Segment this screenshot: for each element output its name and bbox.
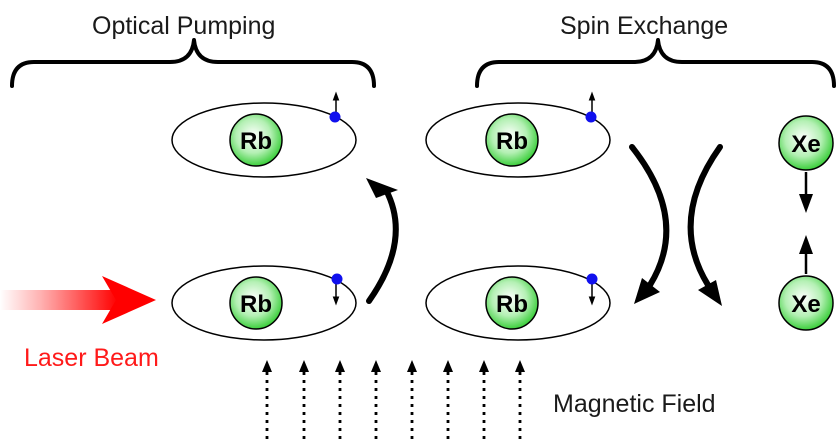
rb-atom-top-left: Rb: [172, 96, 356, 177]
xe-label: Xe: [791, 291, 820, 318]
spin-exchange-label: Spin Exchange: [560, 14, 728, 39]
magnetic-field-arrowheads: [262, 360, 525, 372]
xe-atom-top: Xe: [779, 116, 833, 213]
rb-atom-top-right: Rb: [426, 96, 610, 177]
electron-dot: [587, 274, 598, 285]
optical-pumping-brace: [12, 40, 374, 86]
rb-atom-bottom-right: Rb: [426, 266, 610, 340]
spin-exchange-brace: [477, 40, 834, 86]
electron-dot: [332, 274, 343, 285]
rb-atom-bottom-left: Rb: [172, 266, 356, 340]
laser-beam-label: Laser Beam: [24, 346, 159, 371]
rb-label: Rb: [496, 291, 528, 318]
magnetic-field-label: Magnetic Field: [553, 392, 716, 417]
xe-label: Xe: [791, 131, 820, 158]
spin-exchange-arrow-left: [632, 147, 666, 304]
optical-pumping-label: Optical Pumping: [92, 14, 275, 39]
laser-beam-arrow: [0, 276, 156, 324]
rb-label: Rb: [496, 128, 528, 155]
rb-label: Rb: [240, 128, 272, 155]
rb-label: Rb: [240, 291, 272, 318]
electron-dot: [330, 112, 341, 123]
magnetic-field-arrows: [267, 372, 520, 439]
spin-exchange-arrow-right: [691, 147, 722, 306]
electron-dot: [586, 112, 597, 123]
xe-atom-bottom: Xe: [779, 235, 833, 330]
optical-pumping-transition-arrow: [366, 178, 398, 301]
